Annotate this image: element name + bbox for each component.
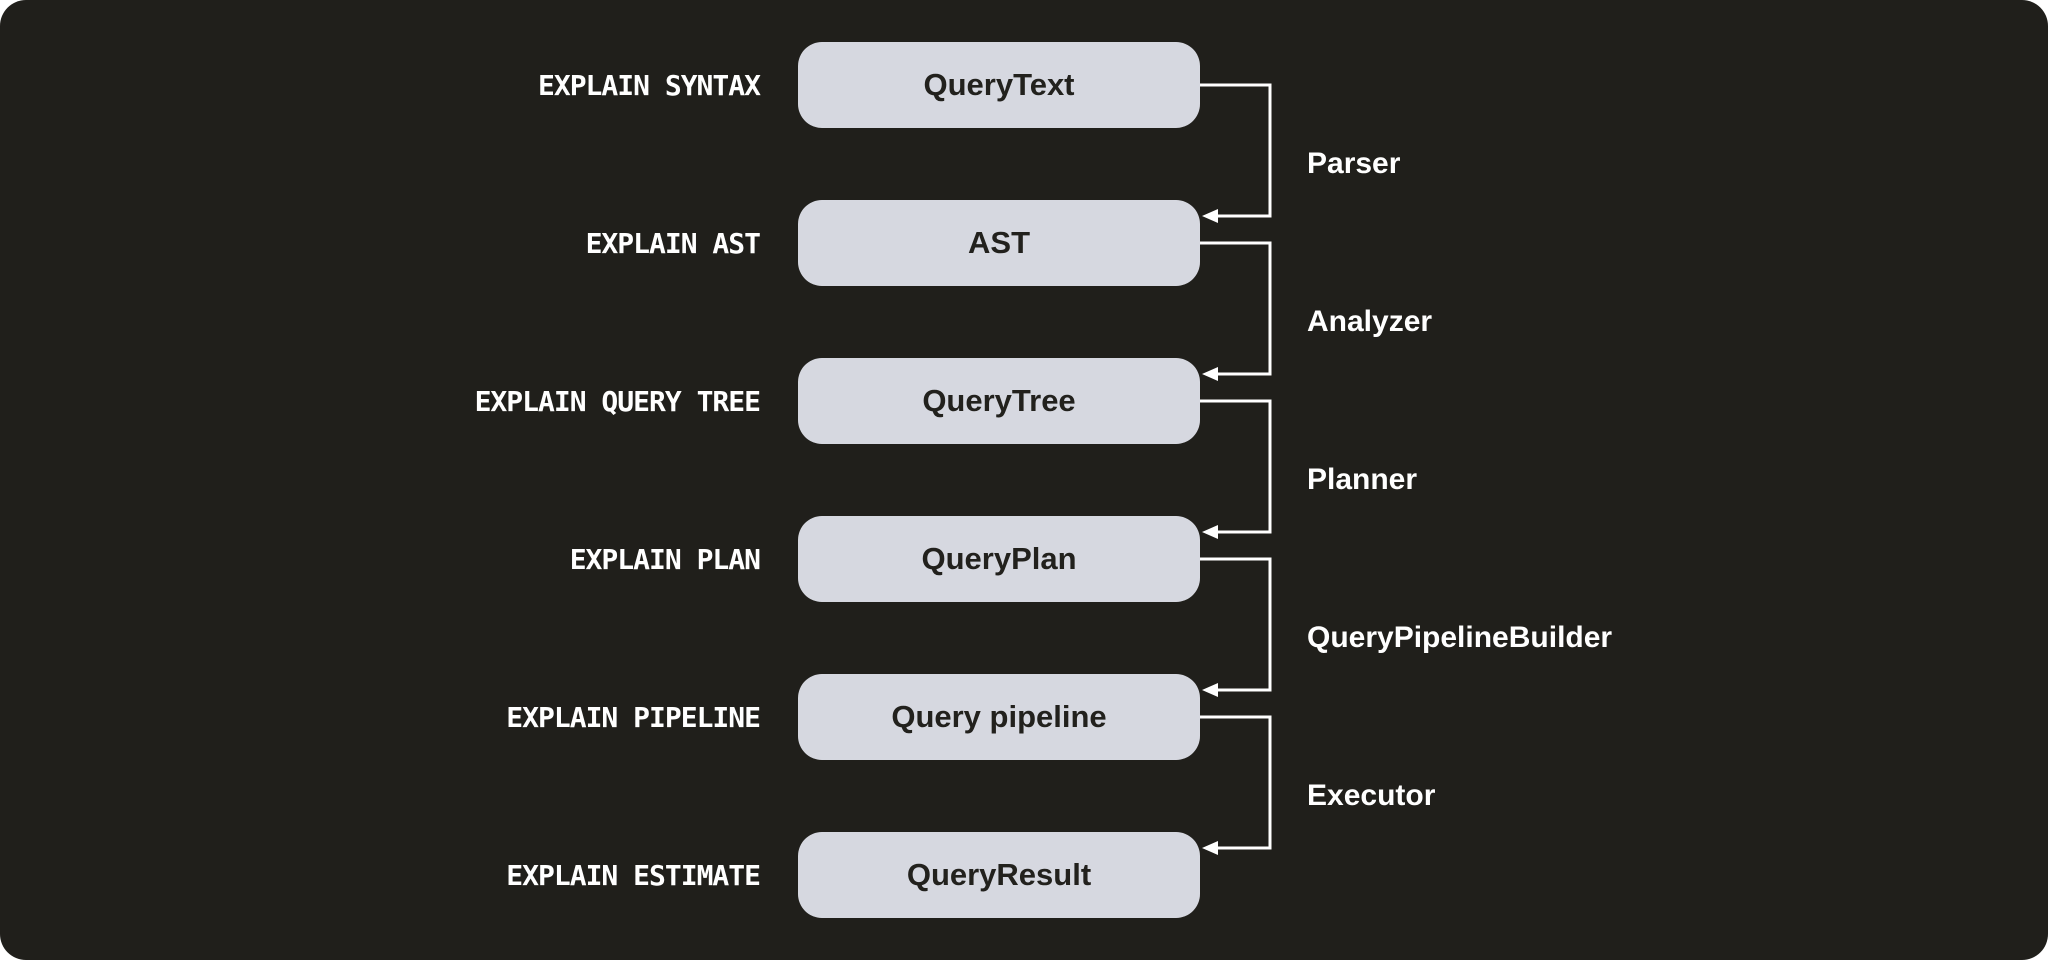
- connector-executor: [1200, 715, 1272, 855]
- stage-label-explain-syntax: EXPLAIN SYNTAX: [537, 68, 761, 102]
- arrow-left-icon: [1202, 683, 1218, 697]
- artifact-box-querytree: QueryTree: [798, 358, 1200, 444]
- stage-label-explain-ast: EXPLAIN AST: [585, 226, 761, 260]
- artifact-box-querytext: QueryText: [798, 42, 1200, 128]
- artifact-box-ast: AST: [798, 200, 1200, 286]
- transition-label-analyzer: Analyzer: [1307, 305, 1433, 338]
- connector-querypipelinebuilder: [1200, 557, 1272, 697]
- arrow-left-icon: [1202, 209, 1218, 223]
- arrow-left-icon: [1202, 525, 1218, 539]
- arrow-left-icon: [1202, 841, 1218, 855]
- transition-label-planner: Planner: [1307, 463, 1418, 496]
- stage-label-explain-plan: EXPLAIN PLAN: [569, 542, 761, 576]
- stage-label-explain-pipeline: EXPLAIN PIPELINE: [506, 700, 761, 734]
- stage-label-explain-query-tree: EXPLAIN QUERY TREE: [474, 384, 761, 418]
- arrow-left-icon: [1202, 367, 1218, 381]
- artifact-box-query-pipeline: Query pipeline: [798, 674, 1200, 760]
- transition-label-parser: Parser: [1307, 147, 1401, 180]
- connector-planner: [1200, 399, 1272, 539]
- stage-label-explain-estimate: EXPLAIN ESTIMATE: [506, 858, 761, 892]
- connector-parser: [1200, 83, 1272, 223]
- transition-label-querypipelinebuilder: QueryPipelineBuilder: [1307, 621, 1613, 654]
- transition-label-executor: Executor: [1307, 779, 1436, 812]
- artifact-box-queryplan: QueryPlan: [798, 516, 1200, 602]
- connector-analyzer: [1200, 241, 1272, 381]
- artifact-box-queryresult: QueryResult: [798, 832, 1200, 918]
